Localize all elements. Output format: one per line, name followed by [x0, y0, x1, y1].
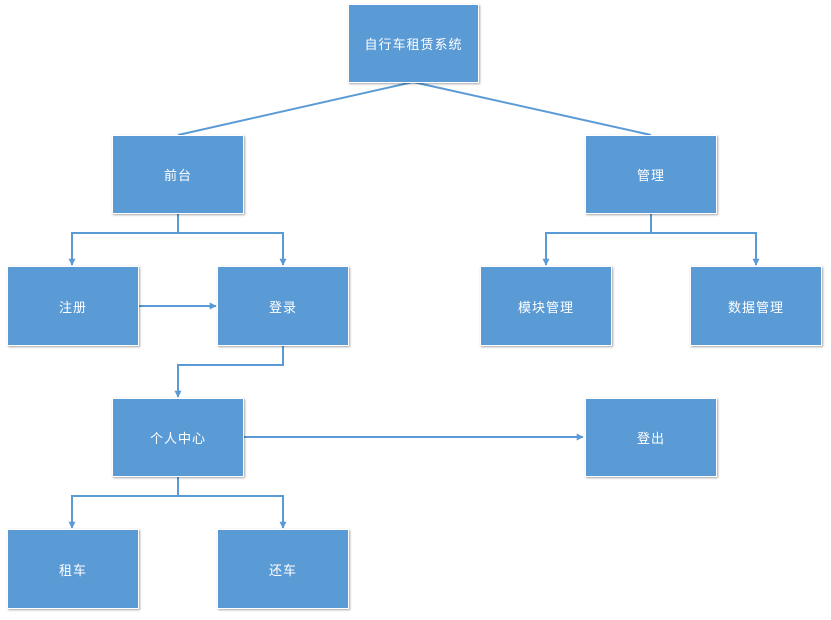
node-module-manage: 模块管理: [480, 266, 612, 346]
node-return-label: 还车: [268, 563, 297, 579]
node-personal-center-label: 个人中心: [149, 432, 206, 447]
node-rent: 租车: [7, 529, 139, 609]
connector-frontend-login: [178, 232, 287, 266]
node-rent-label: 租车: [58, 563, 87, 579]
connector-admin-module: [542, 213, 652, 266]
node-login: 登录: [217, 266, 349, 346]
node-admin-label: 管理: [636, 169, 665, 184]
connector-personal-rent: [68, 476, 179, 529]
node-frontend-label: 前台: [163, 169, 192, 184]
connector-frontend-register: [68, 213, 179, 266]
node-data-manage: 数据管理: [690, 266, 822, 346]
node-personal-center: 个人中心: [112, 398, 244, 477]
node-register-label: 注册: [58, 300, 87, 316]
node-module-manage-label: 模块管理: [517, 300, 574, 316]
node-login-label: 登录: [268, 300, 297, 316]
node-root-label: 自行车租赁系统: [364, 38, 463, 53]
node-root: 自行车租赁系统: [348, 4, 479, 83]
node-admin: 管理: [585, 135, 717, 214]
connector-personal-return: [178, 495, 287, 529]
node-register: 注册: [7, 266, 139, 346]
connector-root-admin: [412, 81, 652, 136]
node-data-manage-label: 数据管理: [727, 300, 784, 316]
node-frontend: 前台: [112, 135, 244, 214]
node-logout-label: 登出: [636, 432, 665, 447]
node-logout: 登出: [585, 398, 717, 477]
node-return: 还车: [217, 529, 349, 609]
connector-root-frontend: [177, 81, 414, 136]
connector-admin-data: [651, 232, 760, 266]
connector-login-personal: [174, 345, 284, 398]
